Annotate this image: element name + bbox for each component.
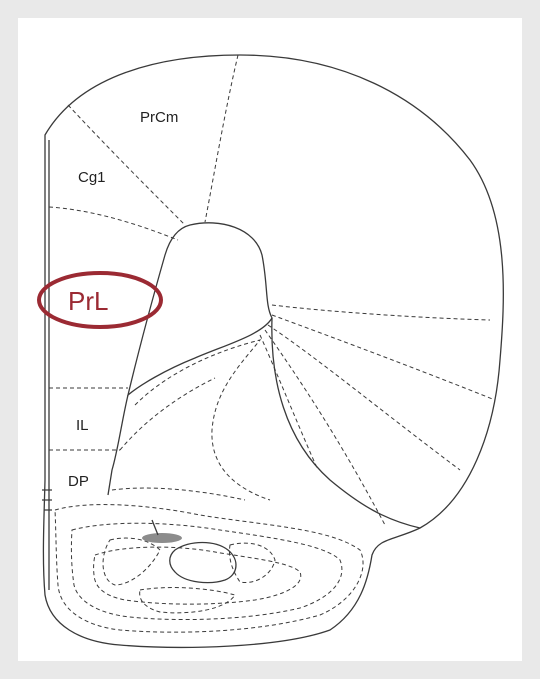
olfactory-ring-inner	[94, 547, 301, 604]
radial-line-5	[260, 335, 318, 470]
olfactory-ring-outer	[55, 505, 363, 633]
lobe-bottom	[140, 588, 235, 613]
lower-boundary	[108, 395, 128, 495]
lobe-left	[103, 538, 160, 585]
label-il: IL	[76, 417, 89, 434]
hemisphere-outline	[43, 55, 503, 647]
inner-curve-3	[112, 488, 245, 500]
radial-line-3	[268, 325, 460, 470]
small-marker-line	[152, 520, 158, 535]
inner-curve-2	[120, 378, 215, 450]
radial-line-2	[272, 315, 495, 400]
boundary-prcm-top	[205, 55, 238, 222]
boundary-cg1-prl	[49, 207, 178, 240]
gray-structure	[142, 533, 182, 543]
radial-line-1	[272, 305, 490, 320]
label-dp: DP	[68, 473, 89, 490]
olfactory-core	[170, 543, 236, 583]
label-cg1: Cg1	[78, 169, 106, 186]
midline-ticks	[42, 490, 52, 510]
olfactory-ring-middle	[71, 523, 341, 619]
inner-curve-1	[135, 340, 270, 500]
radial-line-4	[265, 330, 385, 525]
label-prl: PrL	[68, 286, 108, 316]
white-matter-outline	[128, 223, 272, 395]
label-prcm: PrCm	[140, 109, 178, 126]
